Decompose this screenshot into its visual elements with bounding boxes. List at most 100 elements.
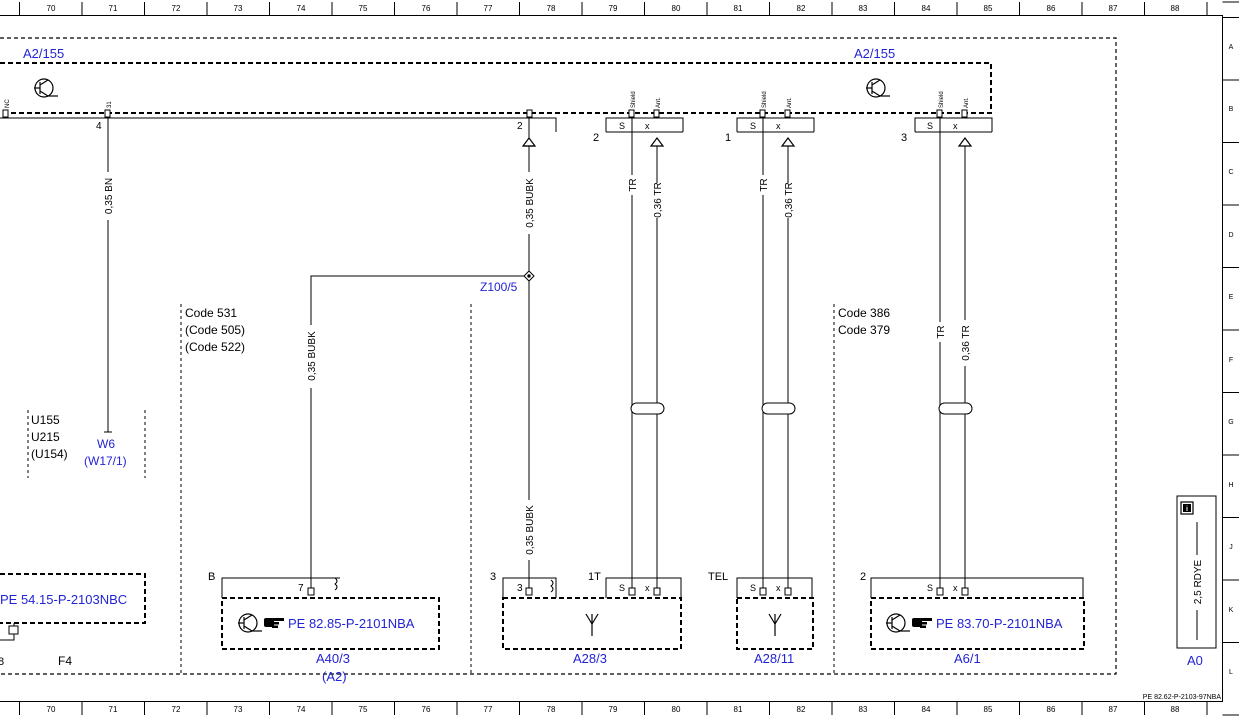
pin-label-shield: Shield — [939, 91, 945, 108]
connector-pin-s: S — [619, 121, 625, 131]
connector-pin-x: x — [645, 583, 650, 593]
ground-w6-label[interactable]: W6 — [97, 437, 115, 451]
column-label: 81 — [734, 705, 743, 714]
module-a2-155-label-right[interactable]: A2/155 — [854, 46, 895, 61]
column-label: 85 — [984, 705, 993, 714]
column-label: 85 — [984, 4, 993, 13]
code-379: Code 379 — [838, 323, 890, 337]
splice-z100-5-label[interactable]: Z100/5 — [480, 280, 518, 294]
code-u215: U215 — [31, 430, 60, 444]
row-label: B — [1229, 106, 1234, 113]
column-label: 88 — [1171, 4, 1180, 13]
column-label: 81 — [734, 4, 743, 13]
component-a2-label[interactable]: (A2) — [322, 669, 347, 684]
code-531: Code 531 — [185, 306, 237, 320]
pin-number-7: 7 — [298, 583, 304, 594]
column-label: 86 — [1047, 4, 1056, 13]
pe-82-85-link[interactable]: PE 82.85-P-2101NBA — [288, 616, 415, 631]
connector-number-2: 2 — [593, 132, 599, 144]
a28-11-box — [736, 597, 814, 650]
antenna-icon — [768, 613, 782, 636]
wire-label-bubk: 0,35 BUBK — [307, 331, 318, 381]
row-label: C — [1228, 169, 1233, 176]
code-separators — [180, 304, 835, 674]
pin-label-shield: Shield — [762, 91, 768, 108]
wire-label-tr: 0,36 TR — [784, 182, 795, 217]
column-label: 80 — [672, 4, 681, 13]
column-label: 71 — [109, 705, 118, 714]
row-label: L — [1229, 669, 1233, 676]
column-label: 78 — [547, 4, 556, 13]
splice-icon — [523, 270, 535, 282]
column-label: 71 — [109, 4, 118, 13]
pointing-hand-icon — [912, 618, 932, 628]
shield-oval-icon — [630, 402, 973, 415]
pin-number-2: 2 — [517, 121, 523, 132]
pin-label-nc: NC — [5, 99, 11, 108]
column-label: 82 — [797, 705, 806, 714]
a28-11-connector — [736, 577, 813, 598]
column-label: 86 — [1047, 705, 1056, 714]
column-label: 72 — [172, 705, 181, 714]
column-label: 77 — [484, 705, 493, 714]
column-label: 70 — [47, 705, 56, 714]
column-label: 88 — [1171, 705, 1180, 714]
component-a28-11-label[interactable]: A28/11 — [754, 651, 794, 666]
outer-dashed-boundary — [0, 37, 1117, 675]
pe-54-15-link[interactable]: PE 54.15-P-2103NBC — [0, 592, 127, 607]
row-label: K — [1229, 607, 1234, 614]
column-label: 76 — [422, 705, 431, 714]
pin-label-31: 31 — [107, 101, 113, 108]
connector-pin-x: x — [776, 583, 781, 593]
pin-label-8: 8 — [0, 656, 4, 668]
component-a28-3-label[interactable]: A28/3 — [573, 651, 607, 666]
code-386: Code 386 — [838, 306, 890, 320]
component-a40-3-label[interactable]: A40/3 — [316, 651, 350, 666]
column-label: 75 — [359, 4, 368, 13]
a0-legend-box — [1176, 495, 1217, 649]
connector-label-3: 3 — [490, 571, 496, 583]
document-id: PE 82.62-P-2103-97NBA — [1143, 694, 1222, 701]
wire-label-tr: TR — [759, 178, 770, 191]
connector-pin-x: x — [776, 121, 781, 131]
wire-label-bn: 0,35 BN — [104, 178, 115, 214]
column-label: 78 — [547, 705, 556, 714]
row-label: J — [1229, 544, 1233, 551]
transistor-icon — [238, 613, 262, 633]
module-a2-155-label-left[interactable]: A2/155 — [23, 46, 64, 61]
wire-label-bubk: 0,35 BUBK — [525, 505, 536, 555]
column-label: 75 — [359, 705, 368, 714]
transistor-icon — [886, 613, 910, 633]
connector-number-1: 1 — [725, 132, 731, 144]
column-label: 80 — [672, 705, 681, 714]
column-label: 74 — [297, 4, 306, 13]
info-icon[interactable]: i — [1183, 504, 1191, 513]
wire-label-rdye: 2,5 RDYE — [1193, 559, 1204, 604]
component-a0-label[interactable]: A0 — [1187, 653, 1203, 668]
column-label: 87 — [1109, 4, 1118, 13]
pointing-hand-icon — [264, 618, 284, 628]
column-label: 73 — [234, 705, 243, 714]
connector-wire-left — [0, 623, 19, 641]
row-label: F — [1229, 357, 1233, 364]
a40-3-connector — [221, 577, 340, 598]
column-label: 87 — [1109, 705, 1118, 714]
column-label: 73 — [234, 4, 243, 13]
connector-pin-s: S — [619, 583, 625, 593]
column-label: 84 — [922, 4, 931, 13]
connector-pin-x: x — [645, 121, 650, 131]
row-label: A — [1229, 44, 1234, 51]
pin-label-ant: Ant. — [787, 97, 793, 108]
a6-1-box — [870, 597, 1085, 650]
a40-3-box — [221, 597, 440, 650]
column-ticks-bottom — [19, 702, 1208, 715]
pe-83-70-link[interactable]: PE 83.70-P-2101NBA — [936, 616, 1063, 631]
connector-label-tel: TEL — [708, 571, 728, 583]
connector-pin-x: x — [953, 121, 958, 131]
component-a6-1-label[interactable]: A6/1 — [954, 651, 981, 666]
pin-label-shield: Shield — [631, 91, 637, 108]
wire-label-tr: 0,36 TR — [961, 325, 972, 360]
column-label: 83 — [859, 4, 868, 13]
ground-w17-1-label[interactable]: (W17/1) — [84, 454, 127, 468]
